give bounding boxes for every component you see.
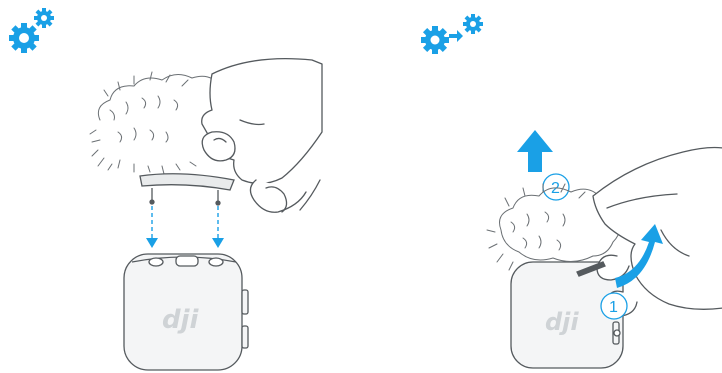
attach-windscreen-illustration: dji (0, 0, 361, 373)
right-illustration-panel: 2 dji (361, 0, 722, 373)
windscreen-clip (140, 174, 234, 205)
step-1-badge: 1 (601, 293, 627, 319)
left-illustration-panel: dji (0, 0, 361, 373)
gears-icon (9, 8, 54, 53)
dji-logo: dji (545, 308, 579, 336)
step-2-badge: 2 (543, 174, 569, 200)
hand-holding-windscreen (202, 59, 322, 213)
lift-up-arrow (517, 130, 553, 172)
guide-arrows (152, 206, 218, 238)
gears-arrow-icon (421, 14, 483, 54)
dji-logo: dji (162, 305, 200, 335)
remove-windscreen-illustration: 2 dji (361, 0, 722, 373)
step-1-label: 1 (609, 299, 618, 316)
guide-arrowheads (146, 238, 224, 248)
